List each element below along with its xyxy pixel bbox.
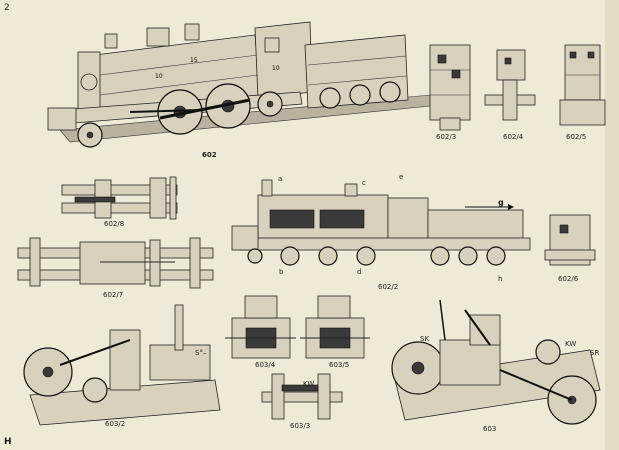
figure-label-602: 602 [202, 151, 217, 159]
callout-g: g [498, 198, 504, 207]
callout-b: b [279, 268, 284, 276]
callout-d: d [357, 268, 362, 276]
svg-text:10: 10 [272, 65, 280, 72]
figure-label-602-8: 602/8 [104, 220, 125, 228]
callout-kw-603-3: KW [303, 380, 315, 388]
parts-602-6-drawing [544, 214, 596, 266]
svg-text:15: 15 [190, 57, 198, 64]
parts-602-4-drawing [484, 49, 536, 121]
svg-text:10: 10 [155, 73, 163, 80]
chassis-602-7-drawing [17, 237, 214, 289]
loco-elevation-602-2-drawing [231, 179, 531, 266]
callout-c: c [362, 179, 366, 187]
callout-h: h [498, 275, 503, 283]
figure-label-602-3: 602/3 [436, 133, 457, 141]
callout-sr: SR [590, 349, 600, 357]
figure-label-602-7: 602/7 [103, 291, 124, 299]
callout-e: e [399, 173, 404, 181]
figure-label-603-4: 603/4 [255, 361, 276, 369]
parts-602-3-drawing [429, 44, 471, 131]
locomotive-602-drawing: 10 15 10 [47, 21, 441, 148]
callout-sk: SK [420, 335, 430, 343]
callout-kw: KW [565, 340, 577, 348]
frame-602-8-drawing [61, 176, 178, 220]
cylinder-603-4-drawing [225, 295, 296, 359]
figure-label-603-2: 603/2 [105, 420, 126, 428]
figure-label-602-6: 602/6 [558, 275, 579, 283]
figure-label-603-5: 603/5 [329, 361, 350, 369]
engine-603-drawing [391, 299, 601, 425]
figure-label-603: 603 [483, 425, 497, 433]
figure-label-602-2: 602/2 [378, 283, 399, 291]
callout-spacer-note: S°– [195, 349, 207, 357]
figure-label-603-3: 603/3 [290, 422, 311, 430]
callout-a: a [278, 175, 283, 183]
parts-602-5-drawing [559, 44, 606, 126]
figure-label-602-5: 602/5 [566, 133, 587, 141]
engine-603-2-drawing [23, 304, 221, 426]
footer-letter: H [4, 437, 12, 447]
cylinder-603-5-drawing [300, 295, 370, 359]
page-number: 2 [4, 3, 10, 13]
figure-label-602-4: 602/4 [503, 133, 524, 141]
crank-603-3-drawing [261, 373, 343, 420]
